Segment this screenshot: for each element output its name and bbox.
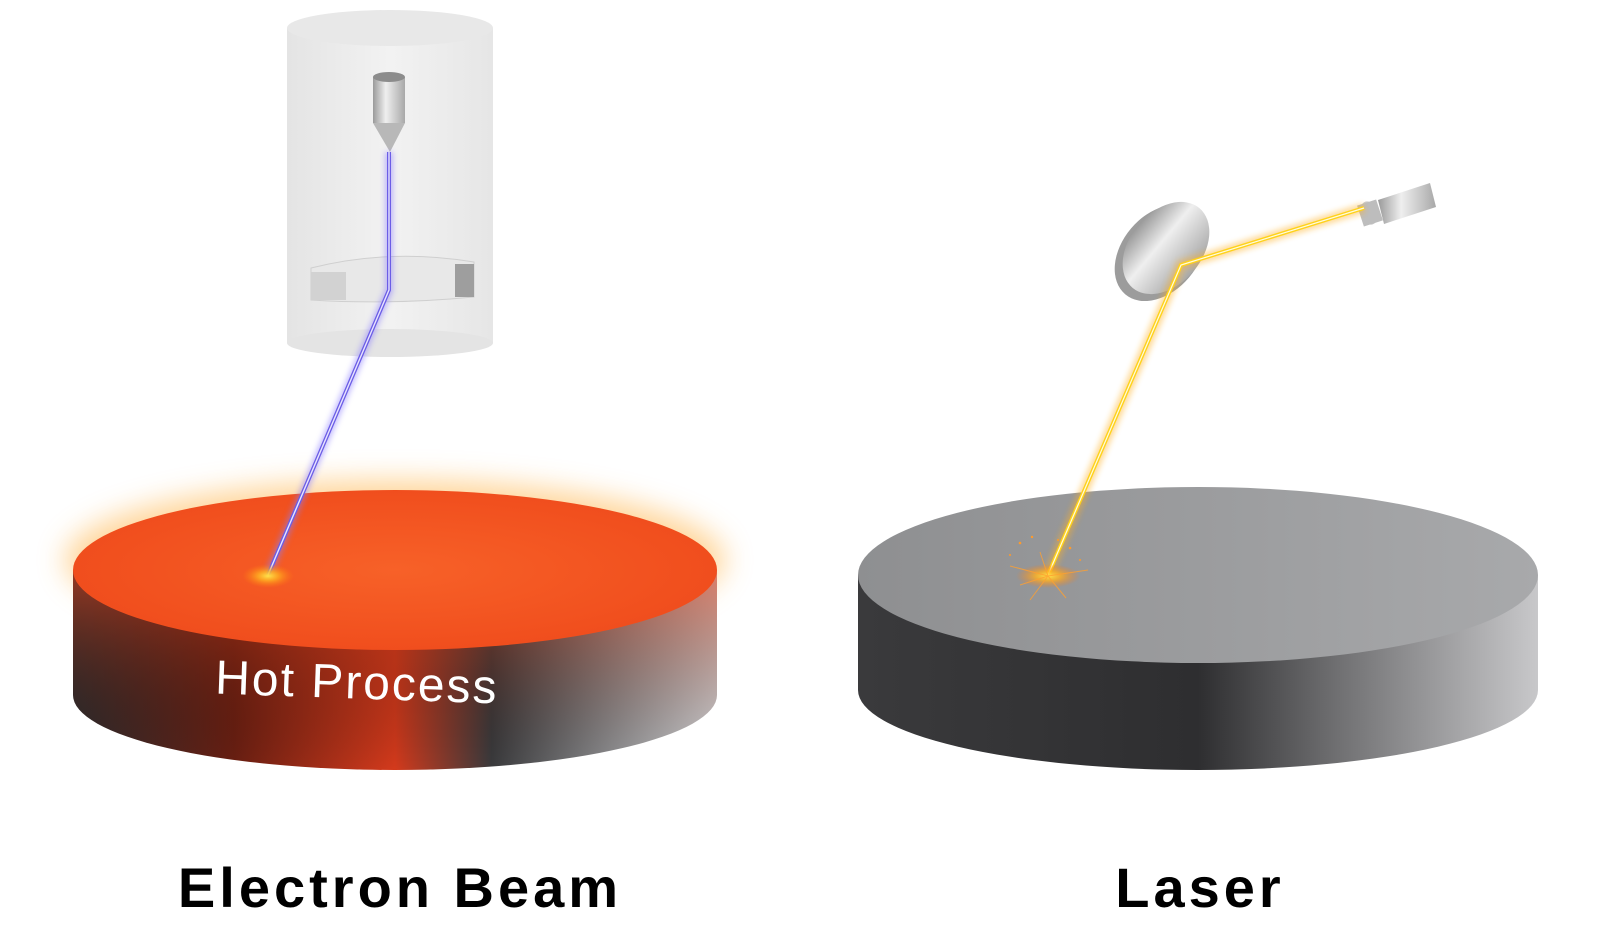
mirror-icon [1114, 201, 1210, 302]
electron-gun-icon [373, 72, 405, 152]
caption-electron-beam: Electron Beam [177, 856, 623, 919]
laser-beam-icon [1043, 203, 1366, 577]
laser-emitter-icon [1357, 183, 1436, 227]
caption-laser: Laser [1115, 856, 1285, 919]
hot-disk-icon [73, 490, 717, 770]
gray-disk-icon [858, 487, 1538, 770]
electron-beam-panel: Hot Process [65, 10, 725, 770]
electron-beam-icon [264, 152, 393, 577]
disk-label-hot-process: Hot Process [214, 652, 499, 715]
hot-spot-icon [242, 564, 294, 588]
laser-panel [858, 183, 1538, 770]
spark-icon [1009, 535, 1089, 601]
